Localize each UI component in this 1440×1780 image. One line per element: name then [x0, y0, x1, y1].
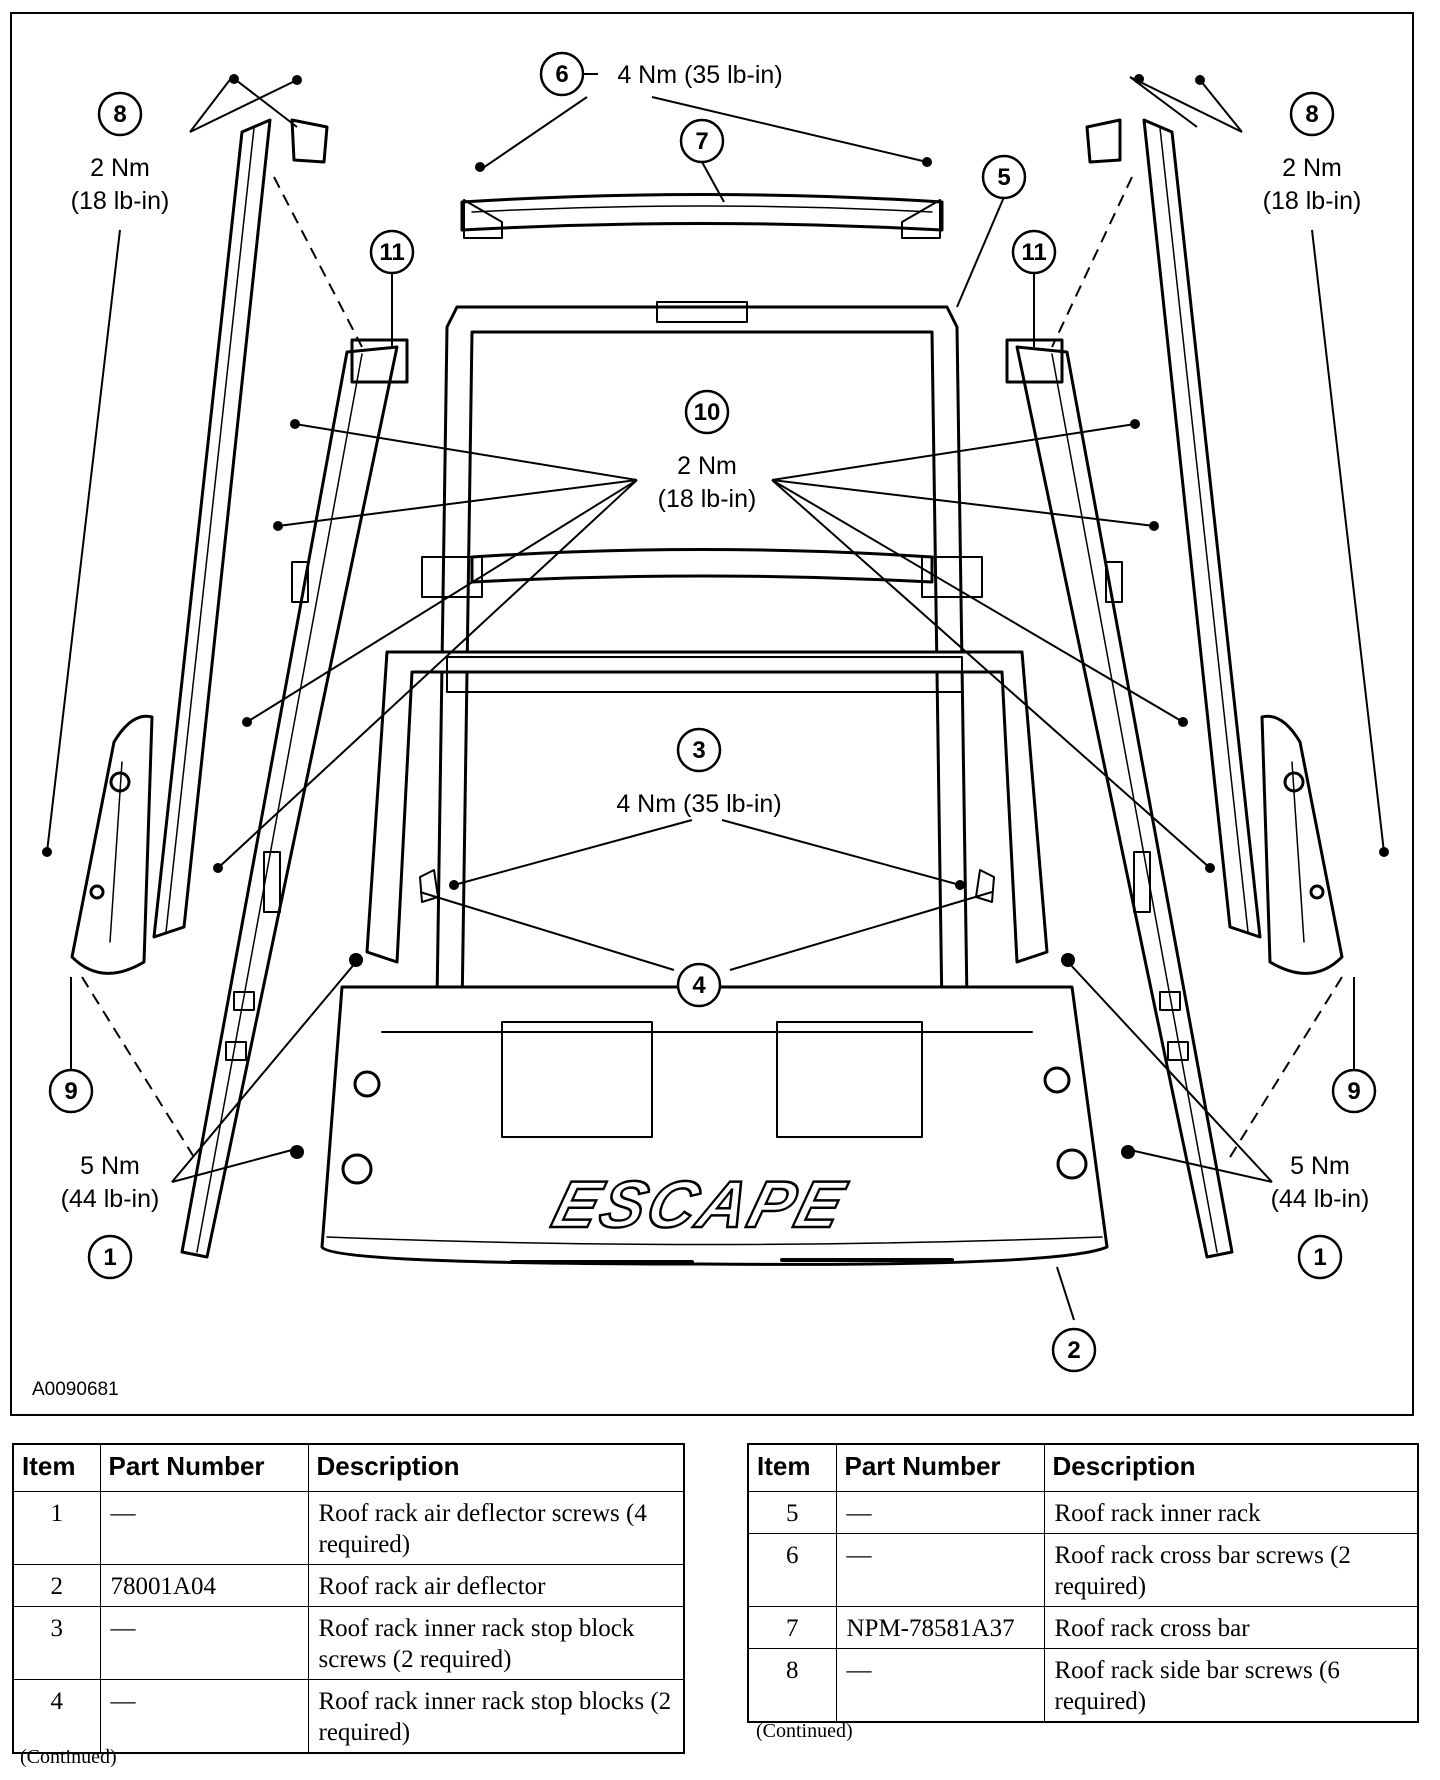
table-row: 5 — Roof rack inner rack — [747, 1491, 1419, 1534]
torque-item1-left-nm: 5 Nm — [80, 1152, 140, 1180]
cell-part-number: 78001A04 — [99, 1564, 309, 1607]
table-row: 8 — Roof rack side bar screws (6 require… — [747, 1648, 1419, 1723]
cell-description: Roof rack air deflector screws (4 requir… — [307, 1491, 685, 1565]
cross-bar — [460, 193, 944, 239]
cell-item: 4 — [12, 1679, 101, 1754]
cell-description: Roof rack inner rack — [1043, 1491, 1419, 1534]
callout-3: 3 — [692, 737, 705, 764]
torque-item10-lbin: (18 lb-in) — [658, 485, 757, 513]
right-side-bar — [1085, 118, 1344, 975]
callout-11-right: 11 — [1021, 239, 1046, 266]
cell-description: Roof rack side bar screws (6 required) — [1043, 1648, 1419, 1723]
table-row: 2 78001A04 Roof rack air deflector — [12, 1564, 685, 1607]
cell-item: 8 — [747, 1648, 837, 1723]
callout-9-left: 9 — [64, 1078, 77, 1105]
cell-item: 6 — [747, 1533, 837, 1607]
callout-5: 5 — [997, 164, 1010, 191]
header-description: Description — [1043, 1443, 1419, 1492]
torque-item3: 4 Nm (35 lb-in) — [616, 790, 781, 818]
right-rail — [1005, 338, 1234, 1259]
callout-1-right: 1 — [1313, 1244, 1326, 1271]
callout-8-right: 8 — [1305, 101, 1318, 128]
cell-description: Roof rack cross bar — [1043, 1606, 1419, 1649]
cell-description: Roof rack air deflector — [307, 1564, 685, 1607]
cell-part-number: — — [835, 1648, 1045, 1723]
table-row: 3 — Roof rack inner rack stop block scre… — [12, 1606, 685, 1680]
callout-4: 4 — [692, 972, 706, 999]
left-side-bar — [70, 118, 329, 975]
callout-9-right: 9 — [1347, 1078, 1360, 1105]
escape-logo: ESCAPE — [545, 1168, 854, 1242]
header-item: Item — [12, 1443, 101, 1492]
callout-10: 10 — [694, 399, 721, 426]
header-part-number: Part Number — [835, 1443, 1045, 1492]
exploded-view-drawing: ESCAPE — [42, 51, 1389, 1373]
callout-6: 6 — [555, 61, 568, 88]
parts-table-right: Item Part Number Description 5 — Roof ra… — [747, 1443, 1419, 1723]
callout-8-left: 8 — [113, 101, 126, 128]
callout-2: 2 — [1067, 1337, 1080, 1364]
torque-item10-nm: 2 Nm — [677, 452, 737, 480]
header-item: Item — [747, 1443, 837, 1492]
table-row: 1 — Roof rack air deflector screws (4 re… — [12, 1491, 685, 1565]
cell-description: Roof rack inner rack stop block screws (… — [307, 1606, 685, 1680]
cell-part-number: — — [835, 1533, 1045, 1607]
callout-7: 7 — [695, 128, 708, 155]
torque-item8-right-nm: 2 Nm — [1282, 154, 1342, 182]
parts-table-left: Item Part Number Description 1 — Roof ra… — [12, 1443, 685, 1754]
cell-item: 7 — [747, 1606, 837, 1649]
torque-item1-left-lbin: (44 lb-in) — [61, 1185, 160, 1213]
cell-description: Roof rack cross bar screws (2 required) — [1043, 1533, 1419, 1607]
cell-item: 3 — [12, 1606, 101, 1680]
cell-description: Roof rack inner rack stop blocks (2 requ… — [307, 1679, 685, 1754]
torque-item8-right-lbin: (18 lb-in) — [1263, 187, 1362, 215]
torque-item6: 4 Nm (35 lb-in) — [617, 61, 782, 89]
cell-part-number: — — [99, 1679, 309, 1754]
table-header-row: Item Part Number Description — [747, 1443, 1419, 1492]
screws — [42, 74, 1389, 1159]
lower-rack — [365, 650, 1049, 964]
inner-rack — [421, 301, 983, 1014]
left-rail — [180, 338, 409, 1259]
torque-item1-right-nm: 5 Nm — [1290, 1152, 1350, 1180]
table-row: 6 — Roof rack cross bar screws (2 requir… — [747, 1533, 1419, 1607]
callout-1-left: 1 — [103, 1244, 116, 1271]
cell-item: 5 — [747, 1491, 837, 1534]
torque-item8-left-nm: 2 Nm — [90, 154, 150, 182]
torque-item8-left-lbin: (18 lb-in) — [71, 187, 170, 215]
continued-note-right: (Continued) — [756, 1720, 853, 1742]
air-deflector — [320, 985, 1109, 1266]
header-part-number: Part Number — [99, 1443, 309, 1492]
table-row: 7 NPM-78581A37 Roof rack cross bar — [747, 1606, 1419, 1649]
cell-part-number: — — [99, 1606, 309, 1680]
cell-item: 2 — [12, 1564, 101, 1607]
cell-part-number: — — [835, 1491, 1045, 1534]
cell-part-number: NPM-78581A37 — [835, 1606, 1045, 1649]
table-row: 4 — Roof rack inner rack stop blocks (2 … — [12, 1679, 685, 1754]
cell-part-number: — — [99, 1491, 309, 1565]
cell-item: 1 — [12, 1491, 101, 1565]
callout-11-left: 11 — [379, 239, 404, 266]
header-description: Description — [307, 1443, 685, 1492]
exploded-view-figure: ESCAPE — [10, 12, 1414, 1416]
torque-item1-right-lbin: (44 lb-in) — [1271, 1185, 1370, 1213]
figure-id: A0090681 — [32, 1379, 119, 1400]
continued-note-left: (Continued) — [20, 1746, 117, 1768]
table-header-row: Item Part Number Description — [12, 1443, 685, 1492]
